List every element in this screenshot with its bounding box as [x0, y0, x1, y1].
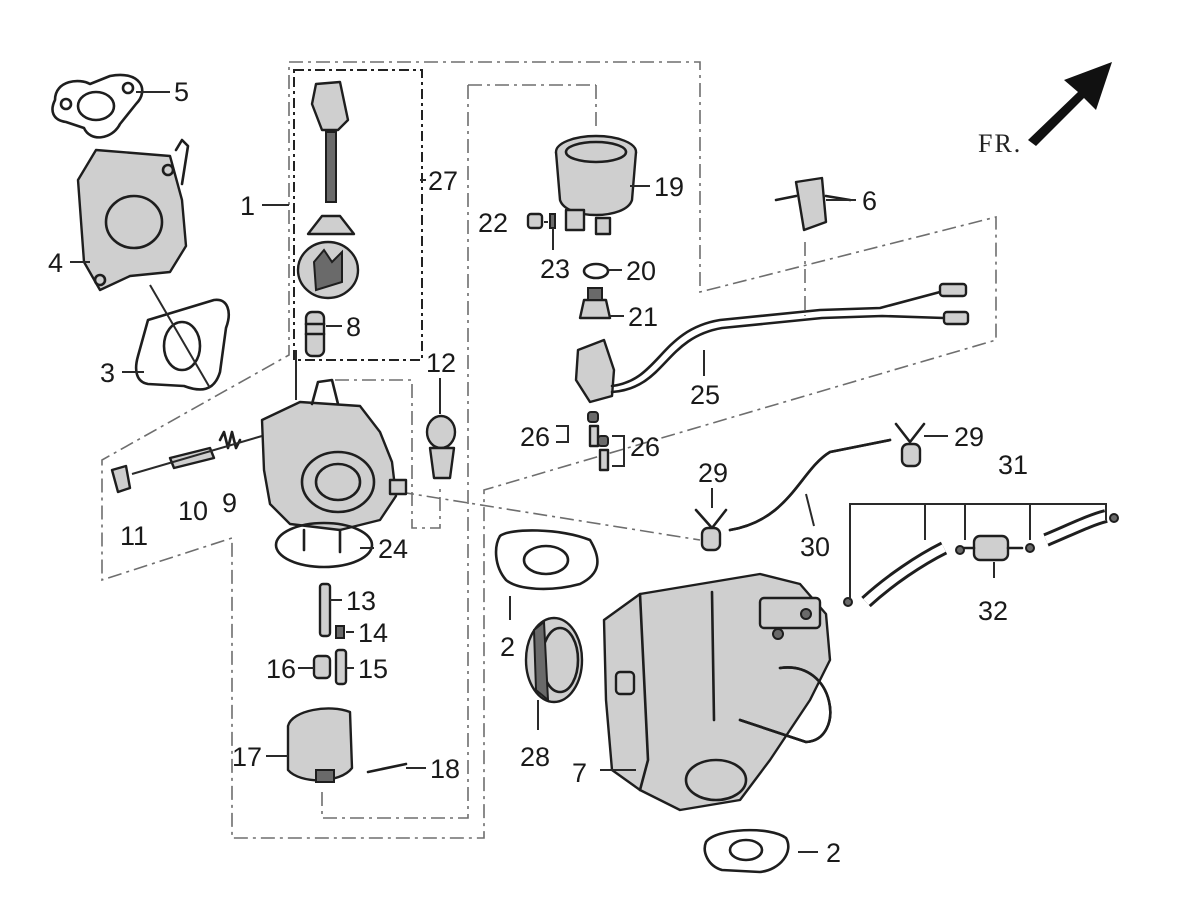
callout-3: 3: [100, 358, 115, 388]
o-ring-24: [274, 521, 374, 569]
gasket-2-lower: [703, 828, 790, 874]
callout-29-left: 29: [698, 458, 728, 488]
callout-7: 7: [572, 758, 587, 788]
breather-tube-30: [728, 438, 892, 532]
callout-17: 17: [232, 742, 262, 772]
jet-14: [335, 625, 345, 639]
callout-19: 19: [654, 172, 684, 202]
needle-jet-8: [304, 310, 326, 358]
hose-clamp-29-left: [694, 508, 728, 552]
callout-12: 12: [426, 348, 456, 378]
callout-2-upper: 2: [500, 632, 515, 662]
fuel-cup-19: [554, 134, 638, 236]
fuel-cut-solenoid-25: [574, 282, 970, 404]
callout-30: 30: [800, 532, 830, 562]
callout-25: 25: [690, 380, 720, 410]
callout-4: 4: [48, 248, 63, 278]
callout-9: 9: [222, 488, 237, 518]
wire-clamp-6: [774, 176, 852, 232]
front-direction-label: FR.: [978, 129, 1022, 158]
callout-labels: 5 1 27 4 3 8 12 11 10 9 24 13 14 15 16 1…: [48, 77, 1028, 868]
o-ring-20: [582, 262, 610, 280]
front-direction-arrow-icon: [1028, 62, 1112, 146]
callout-22: 22: [478, 208, 508, 238]
insulator-4: [76, 138, 190, 292]
callout-29-right: 29: [954, 422, 984, 452]
callout-26-right: 26: [630, 432, 660, 462]
choke-lever-assembly-27: [296, 80, 360, 300]
callout-6: 6: [862, 186, 877, 216]
callout-24: 24: [378, 534, 408, 564]
callout-32: 32: [978, 596, 1008, 626]
drain-screw-12: [425, 414, 457, 480]
main-jet-holder-16: [312, 654, 332, 680]
callout-11: 11: [120, 521, 148, 551]
callout-26-left: 26: [520, 422, 550, 452]
main-nozzle-13: [318, 582, 332, 638]
fuel-tubes-31: [843, 509, 1119, 608]
screws-26: [587, 411, 610, 472]
leader-lines: [70, 91, 995, 853]
air-cleaner-element-28: [524, 616, 584, 704]
carburetor-body-1: [260, 378, 408, 532]
screw-22: [526, 212, 544, 230]
callout-5: 5: [174, 77, 189, 107]
solenoid-nut-21: [578, 287, 612, 320]
callout-23: 23: [540, 254, 570, 284]
callout-13: 13: [346, 586, 376, 616]
float-17: [286, 707, 354, 783]
callout-21: 21: [628, 302, 658, 332]
gasket-3: [134, 298, 230, 391]
bracket-31: [849, 503, 1107, 600]
callout-15: 15: [358, 654, 388, 684]
callout-27: 27: [428, 166, 458, 196]
callout-18: 18: [430, 754, 460, 784]
main-jet-15: [334, 648, 348, 686]
fuel-filter-32: [962, 534, 1024, 562]
washer-23: [549, 213, 556, 229]
callout-20: 20: [626, 256, 656, 286]
callout-1: 1: [240, 191, 255, 221]
assembly-boundaries: [101, 61, 997, 839]
callout-31: 31: [998, 450, 1028, 480]
callout-2-lower: 2: [826, 838, 841, 868]
callout-10: 10: [178, 496, 208, 526]
guide-line-3-4: [149, 284, 211, 389]
spring-9: [218, 430, 242, 450]
callout-28: 28: [520, 742, 550, 772]
float-pin-18: [366, 762, 408, 774]
gasket-2-upper: [494, 529, 599, 591]
gasket-5: [51, 73, 144, 139]
air-cleaner-case-7: [602, 572, 832, 812]
callout-8: 8: [346, 312, 361, 342]
callout-16: 16: [266, 654, 296, 684]
callout-14: 14: [358, 618, 388, 648]
throttle-stop-screw-11: [110, 464, 132, 494]
hose-clamp-29-right: [894, 422, 926, 468]
guide-line-screws: [131, 435, 263, 475]
dashed-box-27: [293, 69, 423, 361]
